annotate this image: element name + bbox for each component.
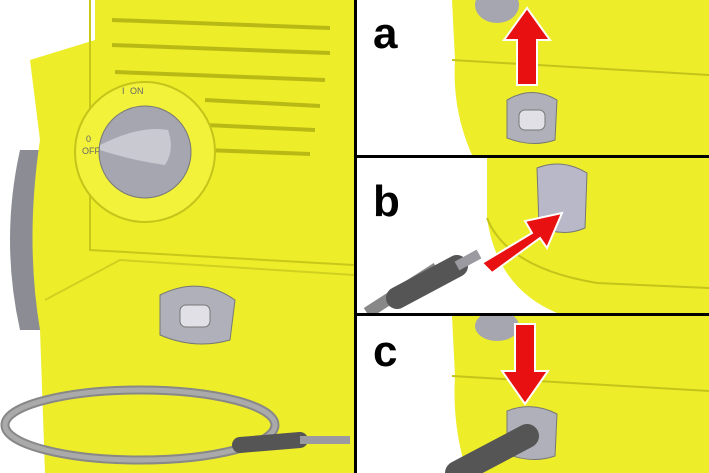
step-a-panel: a bbox=[357, 0, 709, 155]
step-c-panel: c bbox=[357, 316, 709, 473]
step-a-illustration bbox=[451, 0, 709, 155]
knob-on-symbol: I bbox=[122, 86, 125, 96]
pressure-washer-illustration: ON I OFF 0 bbox=[0, 0, 354, 473]
step-label-a: a bbox=[373, 9, 398, 58]
step-label-b: b bbox=[373, 177, 400, 226]
step-c-illustration bbox=[445, 316, 709, 473]
step-b-panel: b bbox=[357, 158, 709, 313]
knob-off-symbol: 0 bbox=[86, 134, 91, 144]
arrow-down-icon bbox=[500, 323, 550, 406]
arrow-up-icon bbox=[502, 6, 552, 86]
step-label-c: c bbox=[373, 327, 398, 376]
vertical-divider bbox=[354, 0, 357, 473]
horizontal-divider-2 bbox=[354, 313, 709, 316]
knob-off-label: OFF bbox=[82, 146, 100, 156]
overview-illustration: ON I OFF 0 bbox=[0, 0, 354, 473]
step-b-illustration bbox=[363, 158, 709, 313]
arrow-up-right-icon bbox=[480, 211, 564, 275]
horizontal-divider-1 bbox=[354, 155, 709, 158]
knob-on-label: ON bbox=[130, 86, 144, 96]
